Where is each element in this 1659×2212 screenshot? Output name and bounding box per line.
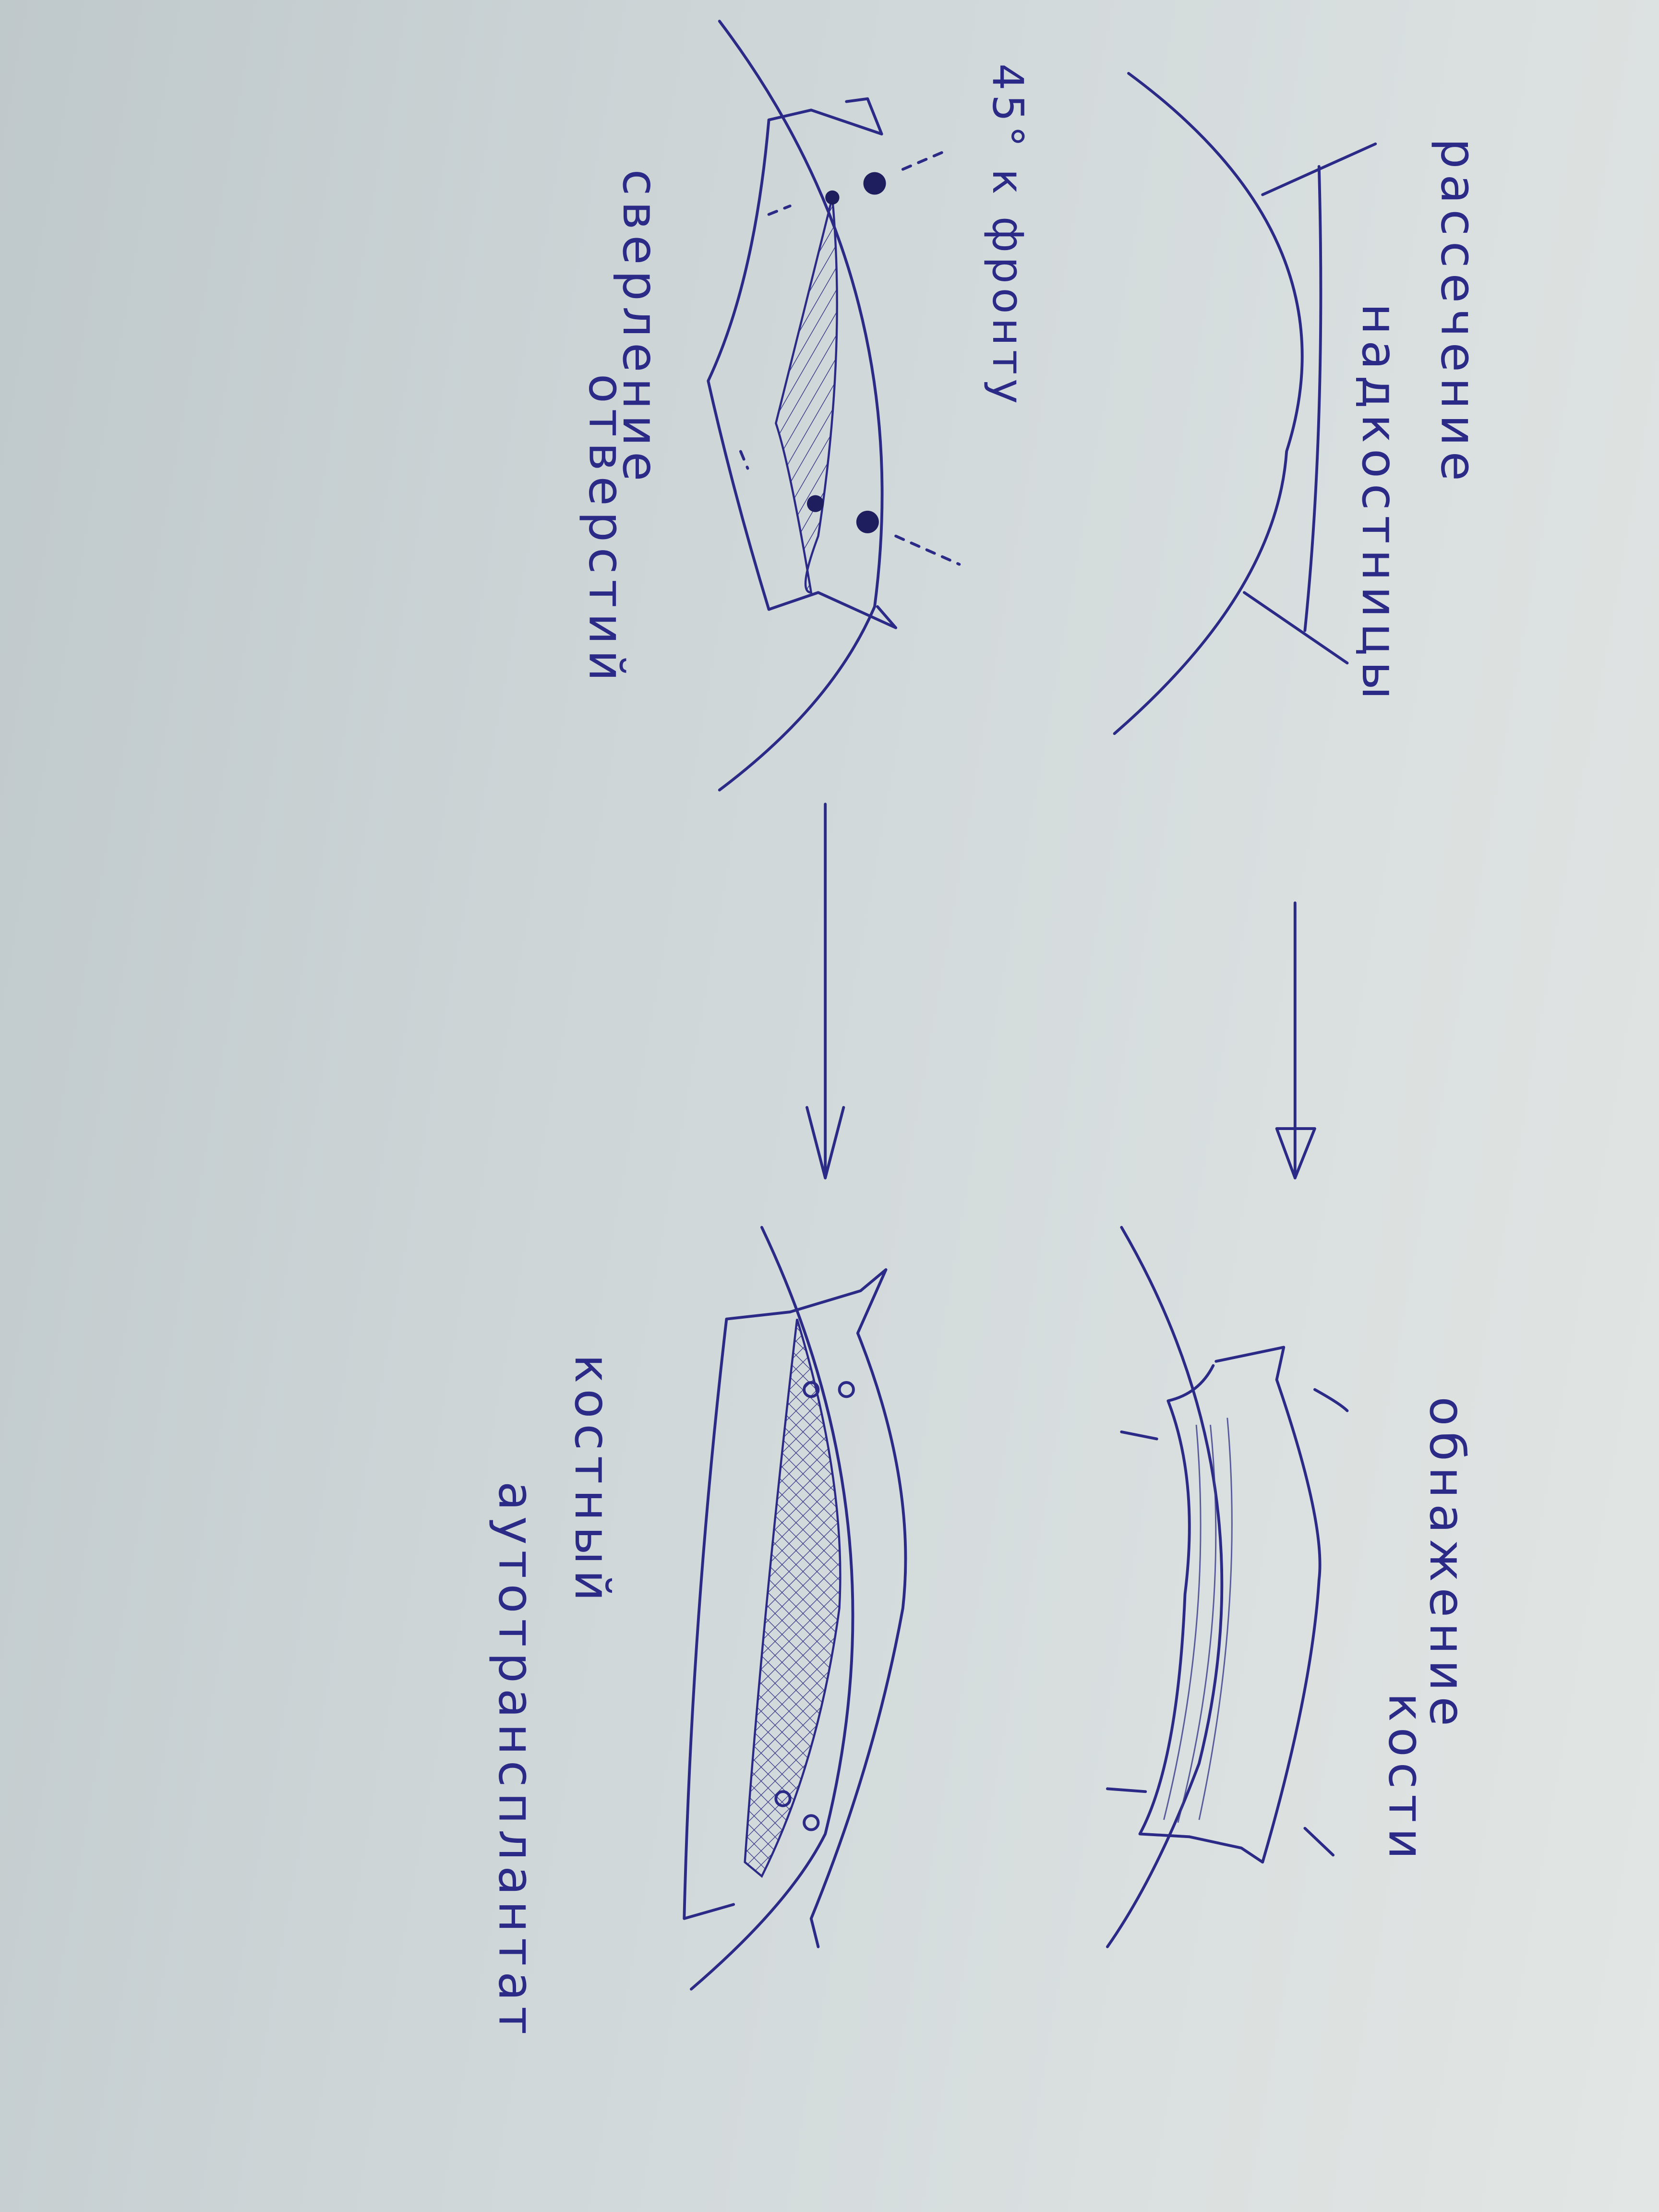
step2-label-line1: сверление <box>612 169 668 487</box>
step4-label-line1: костный <box>564 1354 620 1607</box>
step2-drilling-sketch <box>707 20 961 792</box>
arrow-step2-to-step4 <box>805 803 845 1179</box>
step3-label-line1: обнажение <box>1419 1396 1475 1731</box>
step1-periosteum-incision-sketch <box>1113 72 1377 735</box>
step4-bone-autograft-sketch <box>683 1226 907 1991</box>
arrow-step1-to-step3 <box>1275 901 1316 1179</box>
step4-label-line2: аутотрансплантат <box>488 1481 544 2040</box>
step3-bone-exposure-sketch <box>1106 1226 1349 1948</box>
step2-angle-label: 45° к фронту <box>983 63 1033 408</box>
step1-label-line1: рассечение <box>1430 138 1486 487</box>
step3-label-line2: кости <box>1378 1693 1434 1865</box>
step2-label-line2: отверстий <box>578 374 634 687</box>
step1-label-line2: надкостницы <box>1351 303 1407 705</box>
